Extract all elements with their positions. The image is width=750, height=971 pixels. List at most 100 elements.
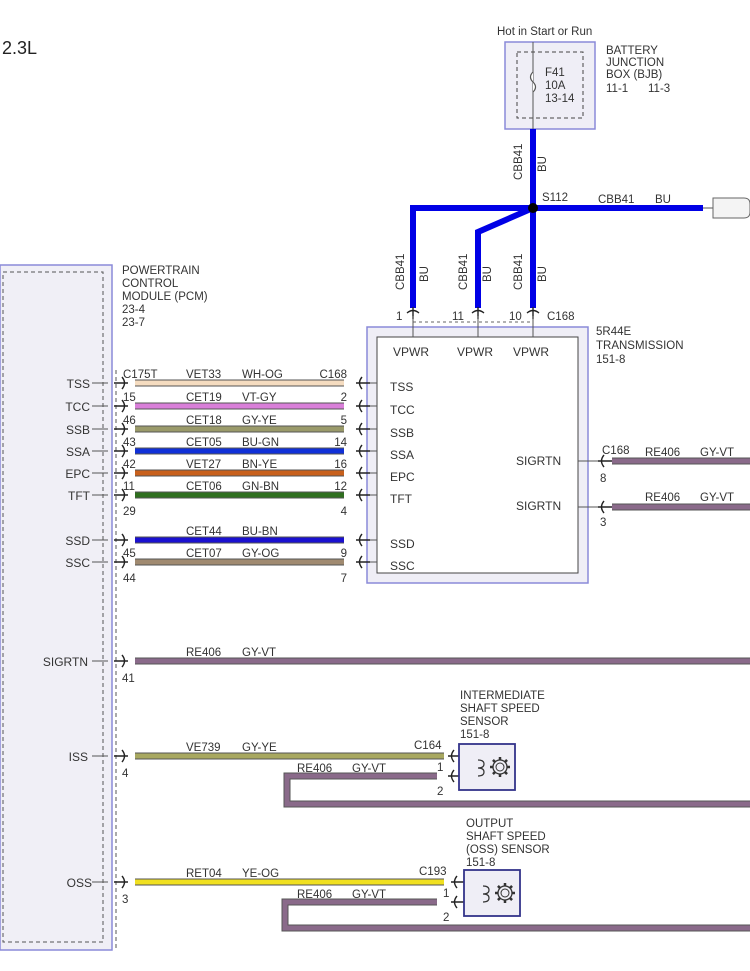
- wire-re406-iss: [284, 773, 750, 807]
- bjb-name-3: BOX (BJB): [606, 69, 662, 81]
- iss-name-2: SHAFT SPEED: [460, 703, 540, 715]
- wire-color: BU-GN: [242, 437, 279, 449]
- splice-s112: [528, 203, 538, 213]
- iss-name-3: SENSOR: [460, 716, 509, 728]
- tx-name-1: 5R44E: [596, 326, 631, 338]
- pcm-connector-arrow-icon: [114, 376, 128, 390]
- tx-connector-arrow-icon: [356, 422, 370, 436]
- wire-color: VT-GY: [242, 392, 277, 404]
- iss-sensor-pin-1: 1: [437, 762, 443, 774]
- splice-label: S112: [542, 192, 568, 204]
- power-circuit-h: CBB41: [598, 194, 634, 206]
- fuse-icon: [529, 71, 537, 93]
- iss-signal: ISS: [69, 750, 88, 764]
- iss-color: GY-YE: [242, 742, 277, 754]
- wire-circuit: CET06: [186, 481, 222, 493]
- wire-circuit: CET07: [186, 548, 222, 560]
- bjb-name-1: BATTERY: [606, 45, 658, 57]
- oss-connector: C193: [419, 866, 447, 878]
- power-circuit-v-1: CBB41: [458, 254, 470, 290]
- vpwr-label-2: VPWR: [457, 345, 493, 359]
- iss-pin: 4: [122, 768, 129, 780]
- pcm-connector-arrow-icon: [114, 466, 128, 480]
- tx-connector-arrow-icon: [356, 466, 370, 480]
- tx-signal-label: SSC: [390, 559, 415, 573]
- iss-name-1: INTERMEDIATE: [460, 690, 545, 702]
- pcm-signal-label: TCC: [65, 400, 90, 414]
- tx-signal-label: TCC: [390, 403, 415, 417]
- pcm-sigrtn-circuit: RE406: [186, 647, 221, 659]
- pcm-signal-label: SSB: [66, 423, 90, 437]
- pcm-connector-arrow-icon: [114, 654, 128, 668]
- oss-circuit: RET04: [186, 868, 222, 880]
- iss-sensor-box: [458, 743, 516, 791]
- pcm-connector-arrow-icon: [114, 488, 128, 502]
- oss-sensor-pin-2: 2: [443, 912, 449, 924]
- pcm-sigrtn-color: GY-VT: [242, 647, 276, 659]
- tx-connector-arrow-icon: [356, 399, 370, 413]
- tx-sigrtn-color-1: GY-VT: [700, 447, 734, 459]
- power-wires: [410, 129, 703, 308]
- pcm-connector-arrow-icon: [114, 875, 128, 889]
- oss-connector-arrow-icon: [451, 895, 465, 909]
- tx-pin-top: 16: [334, 459, 347, 471]
- power-color-v-3: BU: [537, 156, 549, 172]
- pcm-connector-arrow-icon: [114, 422, 128, 436]
- pcm-pin-top: 43: [123, 437, 136, 449]
- tx-pin-top: 12: [334, 481, 347, 493]
- tx-sigrtn-pin-2: 3: [600, 517, 606, 529]
- pcm-signal-label: EPC: [65, 467, 90, 481]
- tx-sigrtn-pin-1: 8: [600, 473, 606, 485]
- power-color-v-2: BU: [537, 266, 549, 282]
- wire-color: BN-YE: [242, 459, 277, 471]
- pcm-pin-top: 46: [123, 415, 136, 427]
- iss-return-color: GY-VT: [352, 763, 386, 775]
- pcm-signal-label: SSC: [65, 556, 90, 570]
- transmission-module: [366, 316, 589, 584]
- battery-junction-box: F41 10A 13-14: [504, 41, 596, 130]
- oss-sensor-pin-1: 1: [443, 888, 449, 900]
- vpwr-pin-1: 1: [396, 311, 402, 323]
- iss-sensor-pin-2: 2: [437, 786, 443, 798]
- vpwr-pin-3: 10: [509, 311, 522, 323]
- tx-sigrtn-circuit-1: RE406: [645, 447, 680, 459]
- pcm-pin-top: 11: [123, 481, 135, 493]
- oss-name-4: 151-8: [466, 857, 495, 869]
- iss-connector: C164: [414, 740, 442, 752]
- vpwr-connector: C168: [547, 311, 575, 323]
- oss-name-3: (OSS) SENSOR: [466, 844, 550, 856]
- tx-pin-bottom: 4: [341, 506, 348, 518]
- tx-connector-arrow-icon: [356, 488, 370, 502]
- power-circuit-v-3: CBB41: [513, 144, 525, 180]
- wire-color: GY-YE: [242, 415, 277, 427]
- bjb-name-2: JUNCTION: [606, 57, 664, 69]
- pcm-pin-bottom: 44: [123, 573, 136, 585]
- power-circuit-v-0: CBB41: [395, 254, 407, 290]
- oss-return-color: GY-VT: [352, 889, 386, 901]
- wire-color: GY-OG: [242, 548, 279, 560]
- wire-circuit: CET18: [186, 415, 222, 427]
- tx-connector-arrow-icon: [356, 555, 370, 569]
- oss-name-1: OUTPUT: [466, 818, 513, 830]
- tx-signal-label: SSB: [390, 426, 414, 440]
- tx-signal-label: TSS: [390, 380, 413, 394]
- pcm-name-4: 23-4: [122, 304, 146, 316]
- pcm-name-5: 23-7: [122, 317, 145, 329]
- power-color-v-1: BU: [482, 266, 494, 282]
- tx-name-2: TRANSMISSION: [596, 340, 684, 352]
- pcm-name-3: MODULE (PCM): [122, 291, 208, 303]
- iss-name-4: 151-8: [460, 729, 489, 741]
- hot-label: Hot in Start or Run: [497, 26, 592, 38]
- fuse-ref: 13-14: [545, 93, 575, 105]
- tx-signal-label: SSA: [390, 448, 414, 462]
- wire-re406-iss-outline: [283, 772, 750, 808]
- wire-color: BU-BN: [242, 526, 278, 538]
- vpwr-label-1: VPWR: [393, 345, 429, 359]
- fuse-rating: 10A: [545, 80, 566, 92]
- iss-return-circuit: RE406: [297, 763, 332, 775]
